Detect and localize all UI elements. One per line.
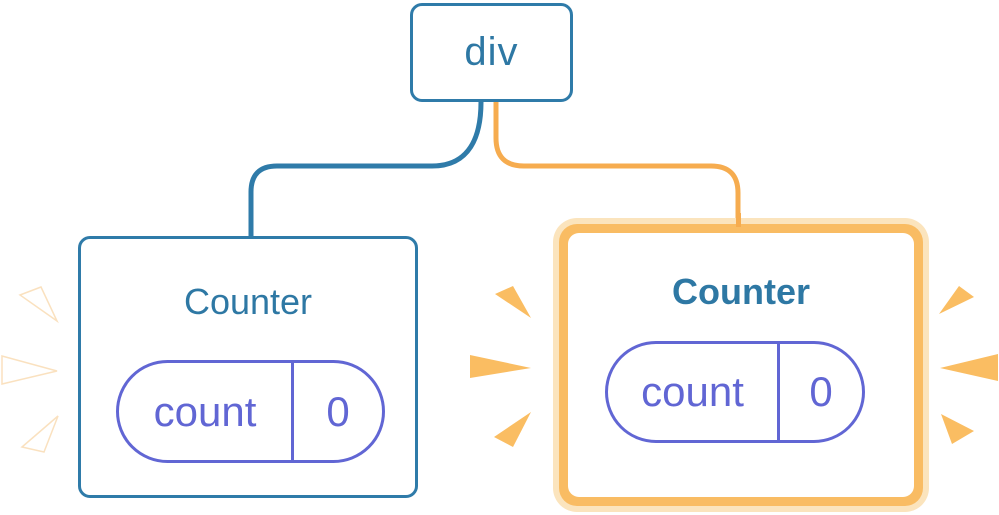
counter-title: Counter [672,271,810,312]
counter-card-right-glow: Counter count 0 [553,218,929,512]
counter-card-right: Counter count 0 [568,233,914,497]
counter-card-left: Counter count 0 [78,236,418,498]
spark-icon [941,414,974,444]
edge-to-right-counter-casing [483,100,751,219]
spark-icon [470,355,531,378]
root-node-label: div [464,30,519,74]
edge-to-right-counter [493,100,741,219]
counter-card-right-ring: Counter count 0 [559,224,923,506]
state-pill: count 0 [116,360,385,463]
spark-icon [1,355,58,385]
edge-to-right-counter-stub [736,213,741,227]
spark-icon [18,286,59,324]
state-key-cell: count [608,344,780,440]
state-value-cell: 0 [809,368,833,415]
spark-burst-white [1,286,59,453]
spark-icon [20,415,59,453]
state-key-cell: count [119,363,294,460]
edge-to-left-counter [248,101,484,239]
spark-burst-orange-right [939,286,998,444]
spark-icon [494,412,531,447]
counter-title: Counter [183,281,313,322]
spark-icon [939,286,974,314]
root-node-div: div [410,3,573,102]
spark-icon [495,286,531,318]
state-value-cell: 0 [326,387,350,435]
state-pill: count 0 [605,341,865,443]
spark-icon [940,354,998,381]
spark-burst-orange-left [470,286,531,447]
